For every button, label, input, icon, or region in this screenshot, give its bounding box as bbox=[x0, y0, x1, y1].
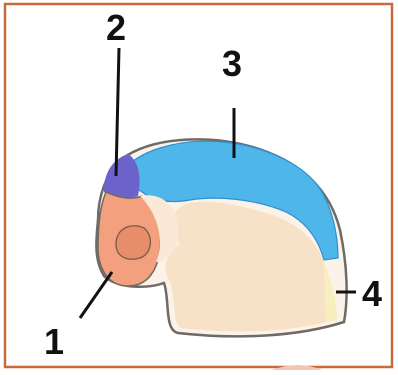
label-3: 3 bbox=[222, 43, 242, 84]
label-1: 1 bbox=[44, 321, 64, 362]
label-4: 4 bbox=[362, 273, 382, 314]
head-inner-oval bbox=[116, 226, 150, 260]
label-2: 2 bbox=[106, 7, 126, 48]
